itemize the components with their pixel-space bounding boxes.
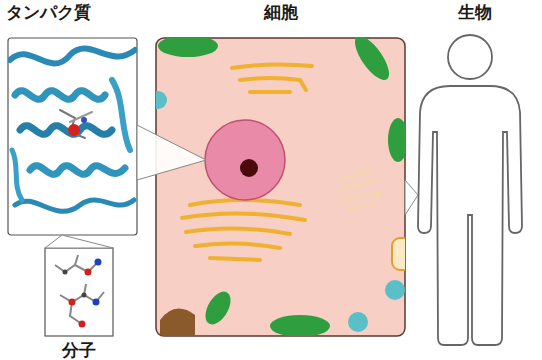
zoom-wedge bbox=[45, 235, 113, 248]
panel-heading: 分子 bbox=[62, 340, 96, 360]
molecule-image bbox=[45, 248, 113, 336]
panel-heading: 生物 bbox=[458, 2, 492, 22]
zoom-wedge-shape bbox=[405, 180, 418, 215]
panel-heading: 細胞 bbox=[264, 2, 298, 22]
panel-area bbox=[156, 38, 405, 336]
panel-heading: タンパク質 bbox=[6, 2, 91, 22]
panel-area bbox=[8, 38, 137, 235]
zoom-wedge bbox=[137, 125, 206, 180]
protein-image bbox=[8, 38, 137, 235]
panel-area bbox=[418, 35, 522, 345]
protein-panel: タンパク質 bbox=[6, 0, 140, 238]
human-figure bbox=[418, 35, 522, 345]
zoom-wedge-shape bbox=[45, 235, 113, 248]
cell-panel: 細胞 bbox=[154, 0, 408, 338]
cell-image bbox=[149, 31, 412, 337]
zoom-wedge-shape bbox=[137, 125, 206, 180]
molecule-panel: 分子 bbox=[40, 246, 118, 360]
organism-figure: 生物 bbox=[412, 0, 538, 350]
zoom-wedge bbox=[405, 180, 418, 215]
panel-area bbox=[45, 248, 113, 336]
